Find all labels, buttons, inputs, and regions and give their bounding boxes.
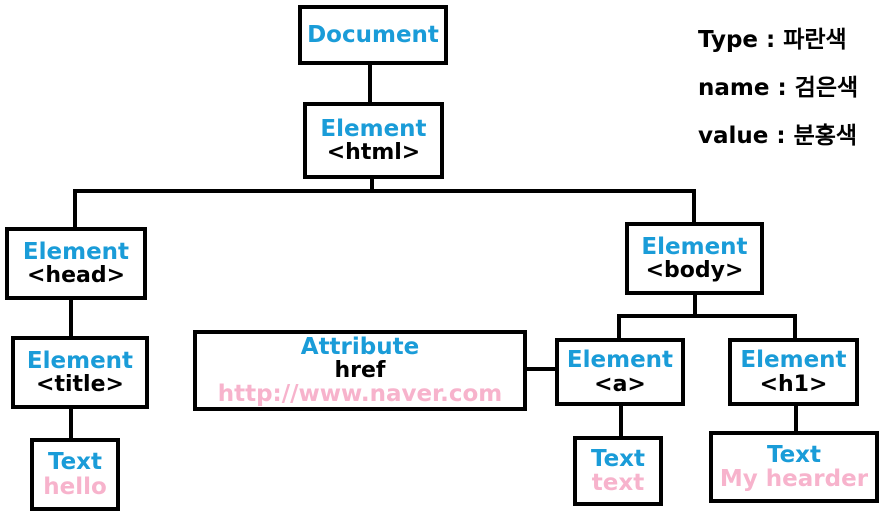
legend-value: value : 분홍색 — [698, 123, 858, 149]
edge-title-text — [69, 407, 73, 441]
node-name-label: <body> — [645, 258, 744, 284]
edge-branch-body — [692, 189, 696, 224]
node-document: Document — [298, 5, 448, 65]
node-name-label: <a> — [594, 371, 646, 397]
node-text-a: Text text — [573, 436, 663, 506]
node-value-label: http://www.naver.com — [217, 381, 503, 408]
legend-name: name : 검은색 — [698, 75, 859, 101]
node-value-label: hello — [43, 473, 107, 500]
node-title: Element <title> — [11, 336, 149, 409]
edge-branch-head — [73, 189, 77, 229]
node-type-label: Element — [320, 115, 427, 142]
node-type-label: Element — [26, 347, 134, 374]
node-type-label: Element — [566, 347, 674, 374]
edge-h1-text — [794, 404, 798, 434]
node-text-h1: Text My hearder — [709, 431, 879, 503]
node-html: Element <html> — [303, 102, 444, 179]
edge-document-html — [368, 62, 372, 104]
node-type-label: Element — [740, 347, 847, 374]
node-a: Element <a> — [555, 338, 685, 406]
node-value-label: text — [591, 470, 645, 496]
legend-type: Type : 파란색 — [698, 27, 847, 53]
node-type-label: Document — [307, 21, 439, 48]
edge-a-text — [619, 404, 623, 438]
node-name-label: <h1> — [759, 371, 828, 397]
edge-body-down — [693, 292, 697, 316]
node-type-label: Text — [590, 445, 646, 472]
node-head: Element <head> — [5, 227, 147, 300]
node-name-label: <html> — [326, 140, 421, 166]
node-type-label: Element — [22, 238, 130, 265]
edge-html-branch — [73, 189, 696, 193]
node-attribute: Attribute href http://www.naver.com — [193, 330, 527, 411]
edge-html-down — [370, 176, 374, 192]
node-text-hello: Text hello — [30, 438, 120, 511]
node-name-label: <head> — [26, 263, 126, 289]
node-type-label: Text — [47, 449, 103, 476]
edge-head-title — [69, 298, 73, 338]
node-body: Element <body> — [625, 222, 764, 295]
node-name-label: href — [334, 357, 386, 383]
node-type-label: Text — [766, 441, 822, 468]
node-type-label: Element — [641, 233, 748, 260]
node-value-label: My hearder — [719, 466, 869, 492]
node-type-label: Attribute — [300, 333, 420, 360]
edge-body-branch — [617, 314, 797, 318]
node-name-label: <title> — [36, 372, 124, 398]
edge-attribute-a — [524, 367, 558, 371]
node-h1: Element <h1> — [728, 338, 859, 406]
edge-branch-a — [617, 314, 621, 340]
edge-branch-h1 — [793, 314, 797, 340]
